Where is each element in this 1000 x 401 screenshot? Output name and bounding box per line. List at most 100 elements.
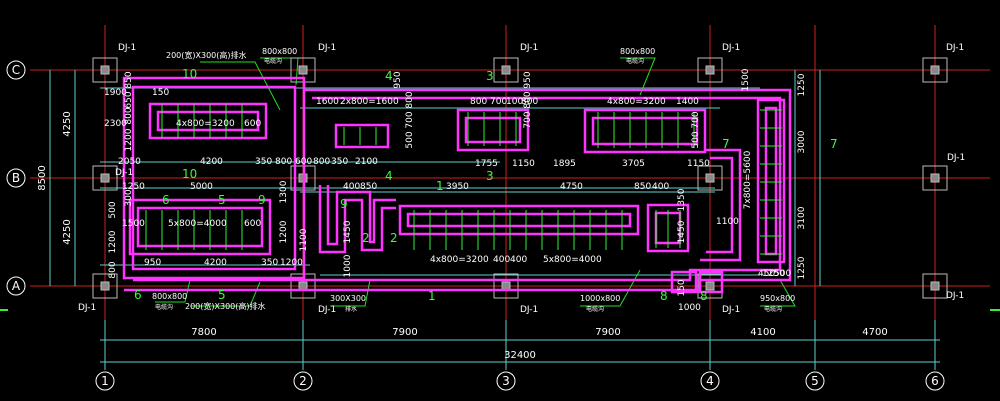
vdim-1450: 1450 — [343, 220, 353, 243]
note-sump-top-sub: 电缆沟 — [264, 57, 282, 65]
note-sump-bottom-left: 800x800 — [152, 292, 187, 301]
note-sump-1000-sub: 电缆沟 — [586, 305, 604, 313]
vdim-700-right: 700 — [691, 111, 701, 128]
section-mark-4a: 4 — [385, 69, 393, 83]
dim-4200: 4200 — [200, 157, 223, 167]
dim-2x800-1600: 2x800=1600 — [340, 97, 399, 107]
trench-left-top-box-inner — [156, 110, 260, 132]
dim-1250-right: 1250 — [762, 269, 785, 279]
trench-top-right-box-inner — [591, 116, 699, 146]
column-c2 — [298, 65, 308, 75]
row-span-cb: 4250 — [62, 111, 73, 136]
dj-label-b1: DJ-1 — [115, 168, 133, 178]
dim-850c: 850 — [634, 182, 651, 192]
vdim-150: 150 — [677, 279, 687, 296]
vdim-1000: 1000 — [343, 254, 353, 277]
trench-left-center-box — [334, 123, 390, 149]
dim-400c: 400 — [493, 255, 510, 265]
section-mark-8a: 8 — [660, 289, 668, 303]
trench-left-inner — [131, 85, 297, 271]
trench-bottom-long-inner — [406, 212, 632, 228]
dj-label-a6: DJ-1 — [946, 291, 964, 301]
dim-1000-bottom: 1000 — [678, 303, 701, 313]
leader-950 — [760, 279, 796, 307]
section-mark-10b: 10 — [182, 167, 197, 181]
dj-label-a4: DJ-1 — [722, 305, 740, 315]
trench-right-connector — [700, 148, 742, 262]
vdim-7x800-5600: 7x800=5600 — [743, 150, 753, 209]
section-mark-5b: 5 — [218, 288, 226, 302]
dim-800-mid: 800 — [275, 157, 292, 167]
trench-left-mid-box — [128, 198, 272, 256]
dim-150: 150 — [152, 88, 169, 98]
vdim-500-right: 500 — [691, 131, 701, 148]
dim-1600: 1600 — [316, 97, 339, 107]
foundation-a1 — [92, 273, 118, 299]
section-marks: 10 4 3 10 4 3 1 6 5 9 9 2 2 7 7 6 5 1 8 … — [134, 67, 838, 303]
vdim-950-mid: 950 — [523, 71, 533, 88]
dim-350b: 350 — [261, 258, 278, 268]
vdim-800-top: 800 — [405, 91, 415, 108]
column-a1 — [100, 281, 110, 291]
foundation-a6 — [922, 273, 948, 299]
dim-500-right: 500 — [774, 269, 791, 279]
dim-1150b: 1150 — [687, 159, 710, 169]
vdim-650: 650 — [124, 91, 134, 108]
note-sump-top-right: 800x800 — [620, 47, 655, 56]
vdim-500-top: 500 — [405, 131, 415, 148]
span-dimensions: 7800 7900 7900 4100 4700 32400 — [191, 327, 887, 361]
section-mark-7a: 7 — [722, 137, 730, 151]
trench-right-vertical — [756, 98, 786, 264]
leader-sump-top-right — [620, 57, 656, 96]
column-b1 — [100, 173, 110, 183]
axis-bubble-3 — [496, 371, 516, 391]
section-mark-8b: 8 — [700, 289, 708, 303]
trench-main-inner — [133, 96, 782, 282]
axis-bubble-4 — [700, 371, 720, 391]
trench-right-connector-inner — [706, 156, 734, 254]
vdim-1300: 1300 — [279, 180, 289, 203]
section-mark-9a: 9 — [258, 193, 266, 207]
axis-label-4: 4 — [706, 374, 714, 388]
dim-2050: 2050 — [118, 157, 141, 167]
section-mark-3b: 3 — [486, 169, 494, 183]
section-mark-6b: 6 — [134, 288, 142, 302]
dim-600-mid: 600 — [295, 157, 312, 167]
dim-800-top2: 800 — [521, 97, 538, 107]
dim-2100: 2100 — [355, 157, 378, 167]
column-b4 — [705, 173, 715, 183]
span-5-6: 4700 — [862, 327, 887, 338]
trench-left-outer — [122, 76, 306, 280]
axis-label-6: 6 — [931, 374, 939, 388]
vdim-500: 500 — [108, 201, 118, 218]
dim-350: 350 — [255, 157, 272, 167]
dim-400: 400 — [343, 182, 360, 192]
dj-label-c2: DJ-1 — [318, 43, 336, 53]
section-mark-10a: 10 — [182, 67, 197, 81]
axis-bubble-1 — [95, 371, 115, 391]
vdim-1250-bot: 1250 — [797, 256, 807, 279]
dj-label-b6: DJ-1 — [947, 153, 965, 163]
section-mark-7b: 7 — [830, 137, 838, 151]
foundation-a3 — [493, 273, 519, 299]
trench-b-vertical — [318, 185, 396, 254]
dim-1400: 1400 — [676, 97, 699, 107]
trench-small-box — [646, 203, 690, 253]
column-a6 — [930, 281, 940, 291]
axis-bubble-5 — [805, 371, 825, 391]
foundation-b1 — [92, 165, 118, 191]
column-b6 — [930, 173, 940, 183]
vdim-1500: 1500 — [741, 68, 751, 91]
vdim-3000: 3000 — [797, 130, 807, 153]
dj-label-a2: DJ-1 — [318, 305, 336, 315]
leader-drain-top — [200, 61, 281, 111]
span-2-3: 7900 — [392, 327, 417, 338]
axis-label-3: 3 — [502, 374, 510, 388]
dim-850: 850 — [360, 182, 377, 192]
foundation-b4 — [697, 165, 723, 191]
leader-300 — [330, 279, 371, 307]
dim-400b: 400 — [652, 182, 669, 192]
trench-left-mid-box-inner — [136, 206, 264, 248]
dim-4x800-3200b: 4x800=3200 — [607, 97, 666, 107]
dim-4750: 4750 — [560, 182, 583, 192]
